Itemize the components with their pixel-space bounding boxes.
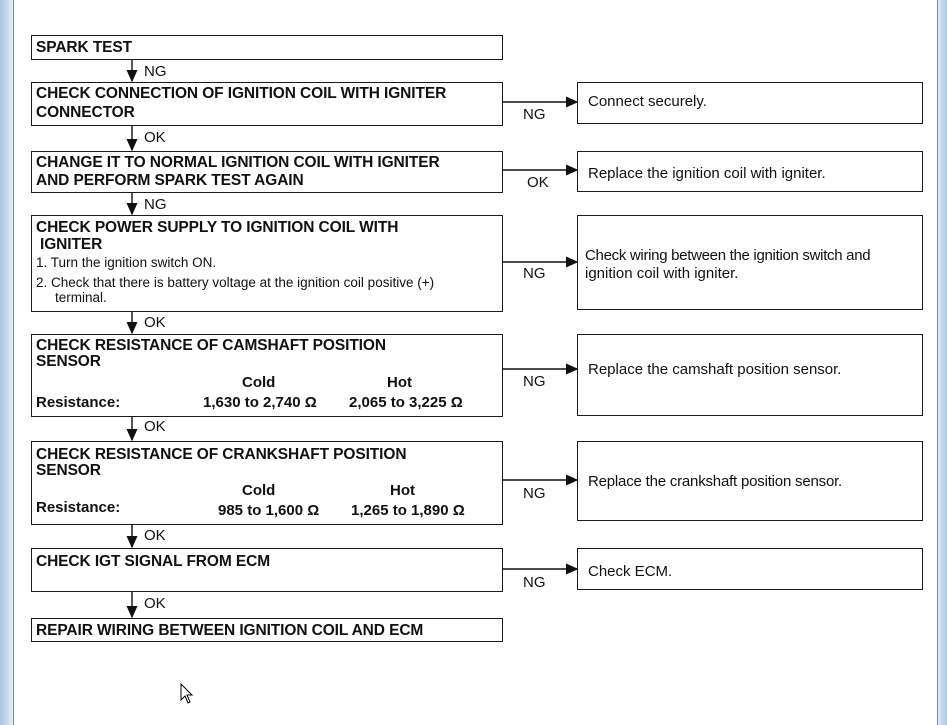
step-title-line1: CHECK RESISTANCE OF CRANKSHAFT POSITION [36, 446, 407, 463]
flow-label: OK [144, 527, 166, 544]
action-replace-crankshaft-sensor: Replace the crankshaft position sensor. [577, 441, 923, 521]
step-detail-1: 1. Turn the ignition switch ON. [36, 255, 217, 270]
step-change-coil: CHANGE IT TO NORMAL IGNITION COIL WITH I… [31, 151, 503, 193]
branch-label: NG [523, 106, 546, 123]
branch-label: NG [523, 373, 546, 390]
action-replace-coil: Replace the ignition coil with igniter. [577, 151, 923, 192]
step-check-igt-signal: CHECK IGT SIGNAL FROM ECM [31, 548, 503, 592]
action-text: Replace the crankshaft position sensor. [588, 473, 843, 490]
cold-value: 985 to 1,600 Ω [218, 502, 320, 519]
step-spark-test: SPARK TEST [31, 35, 503, 60]
action-connect-securely: Connect securely. [577, 82, 923, 124]
flow-label: NG [144, 63, 167, 80]
step-title-line2: SENSOR [36, 353, 101, 370]
resistance-label: Resistance: [36, 499, 121, 516]
step-title-line1: CHECK RESISTANCE OF CAMSHAFT POSITION [36, 337, 386, 354]
step-title-line2: IGNITER [40, 236, 103, 253]
step-title-line1: CHANGE IT TO NORMAL IGNITION COIL WITH I… [36, 154, 440, 171]
step-check-power-supply: CHECK POWER SUPPLY TO IGNITION COIL WITH… [31, 215, 503, 312]
branch-label: OK [527, 174, 549, 191]
action-text-line2: ignition coil with igniter. [585, 265, 739, 282]
step-camshaft-resistance: CHECK RESISTANCE OF CAMSHAFT POSITION SE… [31, 334, 503, 417]
action-text-line1: Check wiring between the ignition switch… [585, 247, 871, 264]
step-detail-2: 2. Check that there is battery voltage a… [36, 275, 435, 290]
action-replace-camshaft-sensor: Replace the camshaft position sensor. [577, 334, 923, 416]
cold-value: 1,630 to 2,740 Ω [203, 394, 317, 411]
action-text: Replace the ignition coil with igniter. [588, 165, 826, 182]
step-detail-2b: terminal. [55, 290, 107, 305]
col-header-hot: Hot [390, 482, 415, 499]
hot-value: 2,065 to 3,225 Ω [349, 394, 463, 411]
flow-label: OK [144, 418, 166, 435]
hot-value: 1,265 to 1,890 Ω [351, 502, 465, 519]
branch-label: NG [523, 574, 546, 591]
action-text: Replace the camshaft position sensor. [588, 361, 842, 378]
action-check-ecm: Check ECM. [577, 548, 923, 590]
step-repair-wiring: REPAIR WIRING BETWEEN IGNITION COIL AND … [31, 618, 503, 642]
step-title: CHECK IGT SIGNAL FROM ECM [36, 553, 271, 570]
step-title-line1: CHECK POWER SUPPLY TO IGNITION COIL WITH [36, 219, 399, 236]
window-frame-left [0, 0, 14, 725]
branch-label: NG [523, 485, 546, 502]
step-title-line1: CHECK CONNECTION OF IGNITION COIL WITH I… [36, 85, 447, 102]
resistance-label: Resistance: [36, 394, 121, 411]
step-title-line2: SENSOR [36, 462, 101, 479]
mouse-pointer-icon [180, 683, 194, 704]
col-header-hot: Hot [387, 374, 412, 391]
step-title-line2: CONNECTOR [36, 104, 135, 121]
col-header-cold: Cold [242, 482, 276, 499]
flow-label: NG [144, 196, 167, 213]
col-header-cold: Cold [242, 374, 276, 391]
step-title: SPARK TEST [36, 39, 133, 56]
window-frame-right [937, 0, 947, 725]
step-title-line2: AND PERFORM SPARK TEST AGAIN [36, 172, 304, 189]
flow-label: OK [144, 314, 166, 331]
step-title: REPAIR WIRING BETWEEN IGNITION COIL AND … [36, 622, 424, 639]
flow-label: OK [144, 129, 166, 146]
step-check-connection: CHECK CONNECTION OF IGNITION COIL WITH I… [31, 82, 503, 126]
action-check-wiring: Check wiring between the ignition switch… [577, 215, 923, 310]
action-text: Check ECM. [588, 563, 673, 580]
step-crankshaft-resistance: CHECK RESISTANCE OF CRANKSHAFT POSITION … [31, 441, 503, 525]
action-text: Connect securely. [588, 93, 707, 110]
branch-label: NG [523, 265, 546, 282]
flow-label: OK [144, 595, 166, 612]
